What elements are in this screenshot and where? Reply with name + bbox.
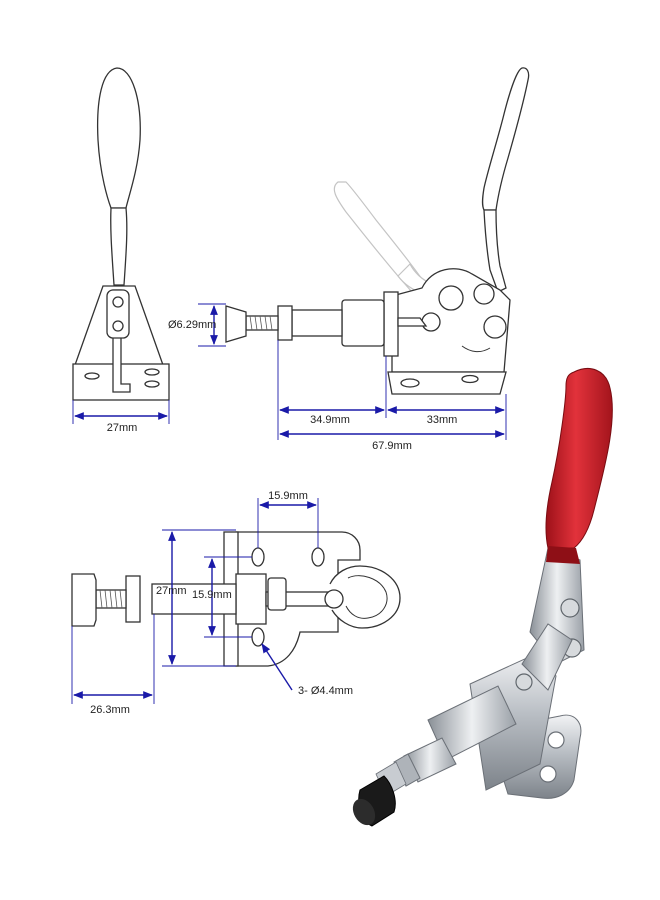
top-rubber-tip bbox=[71, 573, 97, 627]
label-base-height: 27mm bbox=[156, 585, 187, 597]
dim-mount-holes: 3- Ø4.4mm bbox=[261, 643, 353, 697]
photo-link-pin bbox=[515, 673, 533, 691]
label-plunger-length: 34.9mm bbox=[310, 414, 350, 426]
top-mount-hole bbox=[251, 627, 265, 647]
dim-side-base-width: 27mm bbox=[72, 400, 170, 434]
front-plunger-nut bbox=[277, 305, 293, 341]
label-tip-offset: 26.3mm bbox=[90, 704, 130, 716]
top-plunger-block bbox=[267, 577, 287, 611]
label-hole-spacing-x: 15.9mm bbox=[268, 490, 308, 502]
front-view-drawing bbox=[225, 67, 530, 395]
top-view-drawing bbox=[71, 531, 401, 667]
side-view-drawing bbox=[72, 67, 170, 401]
front-plunger-tail bbox=[397, 317, 428, 327]
photo-rubber-tip-face bbox=[352, 798, 376, 826]
top-plunger-shaft bbox=[151, 583, 237, 615]
side-handle-grip bbox=[96, 67, 141, 209]
label-overall-length: 67.9mm bbox=[372, 440, 412, 452]
dim-hole-spacing-x: 15.9mm bbox=[257, 490, 319, 548]
top-mount-hole bbox=[311, 547, 325, 567]
front-base-hole bbox=[461, 374, 479, 384]
label-tip-diameter: Ø6.29mm bbox=[168, 319, 216, 331]
front-plunger-flange bbox=[383, 291, 399, 357]
side-base-hole bbox=[84, 372, 100, 380]
side-handle-neck bbox=[110, 207, 128, 286]
photo-handle-collar bbox=[546, 546, 580, 564]
side-pivot-pin-lower bbox=[112, 320, 124, 332]
front-plunger-rod bbox=[291, 309, 343, 337]
top-plunger-guide bbox=[235, 573, 267, 625]
photo-red-handle bbox=[545, 368, 613, 549]
front-rubber-tip bbox=[225, 305, 247, 343]
top-arm-pin bbox=[324, 589, 344, 609]
dim-hole-spacing-y: 15.9mm bbox=[192, 556, 252, 638]
front-plunger-pin bbox=[421, 312, 441, 332]
photo-pivot-pin bbox=[560, 598, 580, 618]
side-base-hole bbox=[144, 368, 160, 376]
front-link-curve bbox=[461, 345, 491, 353]
front-pivot-round bbox=[438, 285, 464, 311]
front-pivot-top bbox=[473, 283, 495, 305]
label-base-length: 33mm bbox=[427, 414, 458, 426]
top-arm-ring bbox=[329, 565, 401, 629]
top-plunger-nut bbox=[125, 575, 141, 623]
side-base-hole bbox=[144, 380, 160, 388]
dim-base-height: 27mm bbox=[156, 529, 236, 667]
dim-tip-offset: 26.3mm bbox=[71, 614, 155, 716]
top-arm-inner bbox=[345, 575, 388, 619]
front-handle-arm bbox=[483, 209, 507, 293]
dim-tip-diameter: Ø6.29mm bbox=[168, 303, 226, 347]
label-hole-spacing-y: 15.9mm bbox=[192, 589, 232, 601]
front-pivot-lower bbox=[483, 315, 507, 339]
photo-link-arm bbox=[521, 623, 573, 691]
dim-front-lengths: 34.9mm 33mm 67.9mm bbox=[277, 340, 507, 452]
side-pivot-pin bbox=[112, 296, 124, 308]
front-base-hole bbox=[400, 378, 420, 388]
label-side-base-width: 27mm bbox=[107, 422, 138, 434]
label-mount-holes: 3- Ø4.4mm bbox=[298, 685, 353, 697]
top-mount-hole bbox=[251, 547, 265, 567]
front-handle-grip bbox=[481, 67, 530, 211]
photo-base-hole bbox=[539, 765, 557, 783]
front-plunger-housing bbox=[341, 299, 385, 347]
product-photo bbox=[352, 368, 613, 827]
photo-base-hole bbox=[547, 731, 565, 749]
